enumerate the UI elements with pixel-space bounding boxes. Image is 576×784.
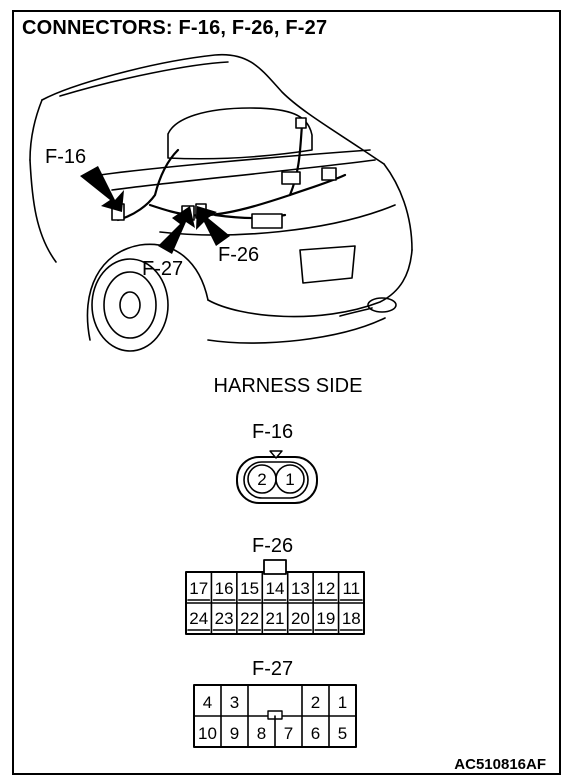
page-title: CONNECTORS: F-16, F-26, F-27 (22, 17, 328, 39)
f26-pin: 16 (215, 579, 234, 598)
f26-pin: 21 (266, 609, 285, 628)
wheel-arch (86, 243, 209, 341)
f26-pin: 18 (342, 609, 361, 628)
f27-pin: 9 (230, 724, 239, 743)
f26-pin: 15 (240, 579, 259, 598)
f26-connector (185, 559, 365, 635)
f26-pin: 12 (316, 579, 335, 598)
f26-pin: 14 (266, 579, 285, 598)
f16-name: F-16 (252, 421, 294, 443)
f27-name: F-27 (252, 658, 294, 680)
f26-pin: 24 (189, 609, 208, 628)
f27-pin: 2 (311, 693, 320, 712)
harness-wire (116, 148, 180, 222)
f26-grid: 17 16 15 14 13 12 11 24 23 22 21 20 19 18 (187, 571, 363, 635)
rear-bumper (207, 249, 413, 318)
diagram-frame (12, 10, 561, 775)
f16-pin: 2 (257, 470, 266, 489)
license-plate (299, 245, 356, 284)
arrow-f26 (196, 206, 230, 246)
car-roof (41, 53, 385, 165)
deck-lid (99, 149, 371, 176)
f26-name: F-26 (252, 535, 294, 557)
exhaust (367, 297, 397, 313)
f27-pin: 4 (203, 693, 212, 712)
f27-pin: 6 (311, 724, 320, 743)
f27-pin: 1 (338, 693, 347, 712)
arrow-f27 (158, 206, 195, 254)
f26-pin: 22 (240, 609, 259, 628)
f27-pin: 8 (257, 724, 266, 743)
f26-pin: 13 (291, 579, 310, 598)
rear-window (167, 107, 313, 160)
car-side (29, 159, 57, 263)
f26-pin: 17 (189, 579, 208, 598)
rear-wheel (91, 258, 169, 352)
f16-pin: 1 (285, 470, 294, 489)
f27-pin: 7 (284, 724, 293, 743)
f26-pin: 19 (316, 609, 335, 628)
figure-code: AC510816AF (454, 756, 546, 773)
callout-f27: F-27 (142, 258, 184, 280)
f27-pin: 10 (198, 724, 217, 743)
callout-f16: F-16 (45, 146, 87, 168)
car-roof-edge (59, 61, 229, 97)
f26-pin: 23 (215, 609, 234, 628)
f27-pin: 3 (230, 693, 239, 712)
f26-pin: 11 (342, 579, 360, 598)
f26-pin: 20 (291, 609, 310, 628)
f16-connector (236, 450, 318, 504)
callout-f26: F-26 (218, 244, 260, 266)
harness-side-label: HARNESS SIDE (213, 375, 363, 397)
arrow-f16 (80, 166, 124, 212)
f27-pin: 5 (338, 724, 347, 743)
